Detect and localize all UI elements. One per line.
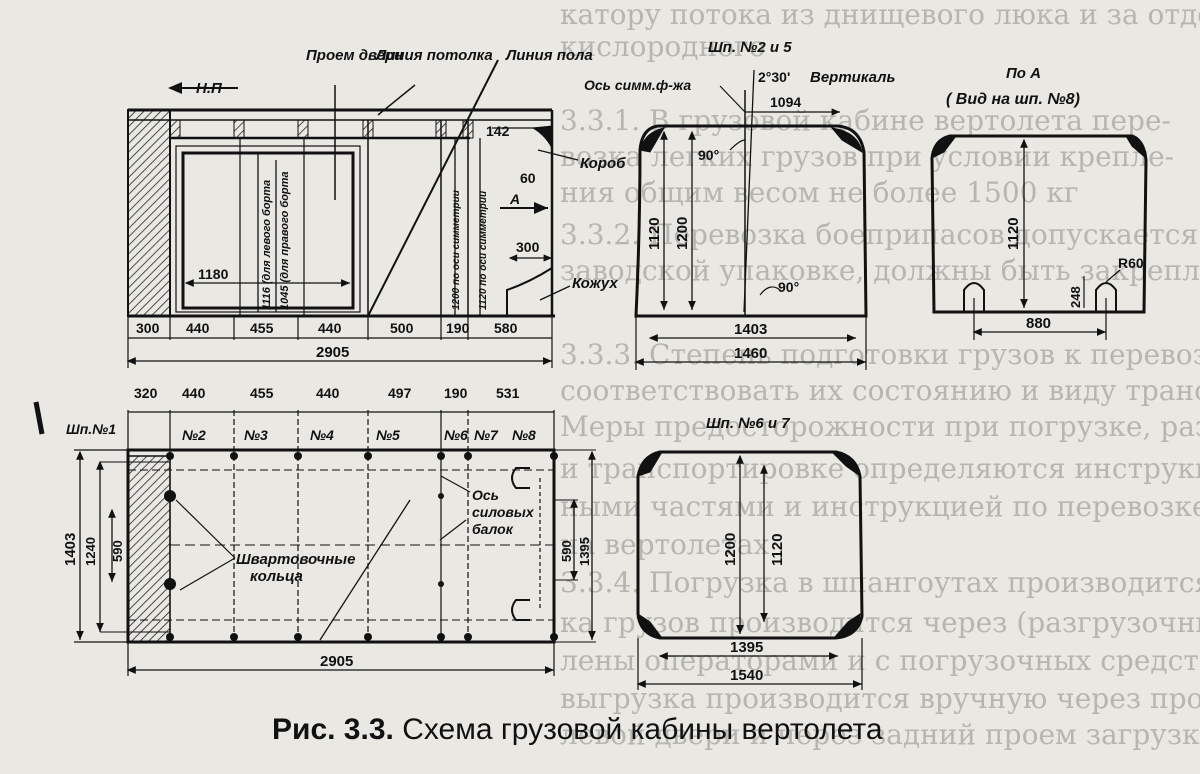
frame-label: №3: [244, 427, 268, 443]
beams-label: Ось: [472, 487, 499, 503]
frame-6-7-text: Шп. №6 и 7 1200 1120 1395 1540: [706, 415, 790, 684]
bottom-dim: 455: [250, 320, 274, 336]
sym-height-1120: 1120 по оси симметрии: [478, 191, 489, 310]
frame-2-5-text: Шп. №2 и 5 Ось симм.ф-жа 2°30' Вертикаль…: [584, 39, 895, 362]
caption-text: Схема грузовой кабины вертолета: [402, 713, 883, 746]
top-dim: 455: [250, 385, 274, 401]
top-dim: 190: [444, 385, 468, 401]
frame-8-view: [930, 134, 1148, 340]
side-view-text: Н.П Проем двери Линия потолка Линия пола…: [136, 47, 626, 361]
door-label: Проем двери: [306, 47, 403, 64]
top-dim: 440: [316, 385, 340, 401]
plan-590-left: 590: [110, 540, 125, 562]
height-248: 248: [1068, 286, 1083, 308]
bottom-dim: 190: [446, 320, 470, 336]
frame-label: Шп.№1: [66, 421, 116, 437]
vertical-label: Вертикаль: [810, 69, 895, 86]
figure-caption: Рис. 3.3. Схема грузовой кабины вертолет…: [272, 713, 883, 747]
height-1200: 1200: [674, 217, 691, 250]
total-1540: 1540: [730, 667, 763, 684]
bottom-dim: 440: [318, 320, 342, 336]
plan-590-right: 590: [559, 540, 574, 562]
frame-6-7-view: [636, 450, 864, 690]
hatched-wall: [127, 109, 171, 317]
plan-view-text: 320 440 455 440 497 190 531 Шп.№1 №2 №3 …: [62, 385, 592, 670]
frame-label: №6: [444, 427, 468, 443]
top-dim: 320: [134, 385, 158, 401]
frame-6-7-title: Шп. №6 и 7: [706, 415, 790, 432]
plan-width-1240: 1240: [83, 537, 98, 566]
plan-1395: 1395: [577, 537, 592, 566]
frame-label: №4: [310, 427, 334, 443]
door-opening: [181, 151, 355, 310]
bottom-dim: 580: [494, 320, 518, 336]
angle-label: 2°30': [758, 69, 790, 85]
plan-width-1403: 1403: [62, 533, 79, 566]
height-1200: 1200: [722, 533, 739, 566]
side-view: [126, 59, 579, 368]
top-dim: 497: [388, 385, 412, 401]
dim-300: 300: [516, 239, 540, 255]
view-a-label: A: [509, 191, 520, 207]
bottom-1403: 1403: [734, 321, 767, 338]
side-total-dim: 2905: [316, 344, 349, 361]
door-width-dim: 1180: [198, 266, 229, 282]
view-a-title: По А: [1006, 65, 1041, 82]
top-dim: 1094: [770, 94, 801, 110]
angle-90-top: 90°: [698, 147, 719, 163]
beams-label: балок: [472, 521, 514, 537]
top-dim: 531: [496, 385, 520, 401]
dim-60: 60: [520, 170, 536, 186]
top-dim: 440: [182, 385, 206, 401]
door-height-right: 1045 (для правого борта: [279, 171, 291, 310]
height-1120: 1120: [769, 533, 786, 566]
height-1120: 1120: [1005, 217, 1022, 250]
duct-label: Короб: [580, 155, 626, 172]
frame-2-5-title: Шп. №2 и 5: [708, 39, 792, 56]
frame-8-text: По А ( Вид на шп. №8) 1120 R60 248 880: [946, 65, 1144, 332]
rings-label: Швартовочные: [236, 551, 355, 568]
plan-total-2905: 2905: [320, 653, 353, 670]
door-height-left: 1116 (для левого борта: [261, 180, 273, 310]
mooring-rings: [164, 452, 558, 641]
casing-label: Кожух: [572, 275, 618, 292]
frame-label: №5: [376, 427, 400, 443]
axis-label: Ось симм.ф-жа: [584, 77, 691, 93]
radius-r60: R60: [1118, 255, 1144, 271]
frame-label: №2: [182, 427, 206, 443]
beams-label: силовых: [472, 504, 535, 520]
bottom-1395: 1395: [730, 639, 763, 656]
sym-height-1200: 1200 по оси симметрии: [451, 190, 462, 310]
floor-label: Линия пола: [505, 47, 593, 64]
height-1120: 1120: [646, 217, 663, 250]
rings-label: кольца: [250, 568, 303, 585]
view-a-subtitle: ( Вид на шп. №8): [946, 91, 1080, 108]
ceiling-label: Линия потолка: [375, 47, 493, 64]
floor-plan-outline: [126, 448, 556, 644]
width-880: 880: [1026, 315, 1051, 332]
frame-2-5-view: [634, 69, 868, 370]
direction-label: Н.П: [196, 80, 223, 97]
plan-view: [33, 401, 596, 676]
frame-label: №7: [474, 427, 499, 443]
bottom-dim: 300: [136, 320, 160, 336]
bottom-dim: 500: [390, 320, 414, 336]
dim-142: 142: [486, 123, 510, 139]
total-1460: 1460: [734, 345, 767, 362]
bottom-dim: 440: [186, 320, 210, 336]
caption-prefix: Рис. 3.3.: [272, 713, 394, 746]
frame-label: №8: [512, 427, 536, 443]
angle-90-bottom: 90°: [778, 279, 799, 295]
